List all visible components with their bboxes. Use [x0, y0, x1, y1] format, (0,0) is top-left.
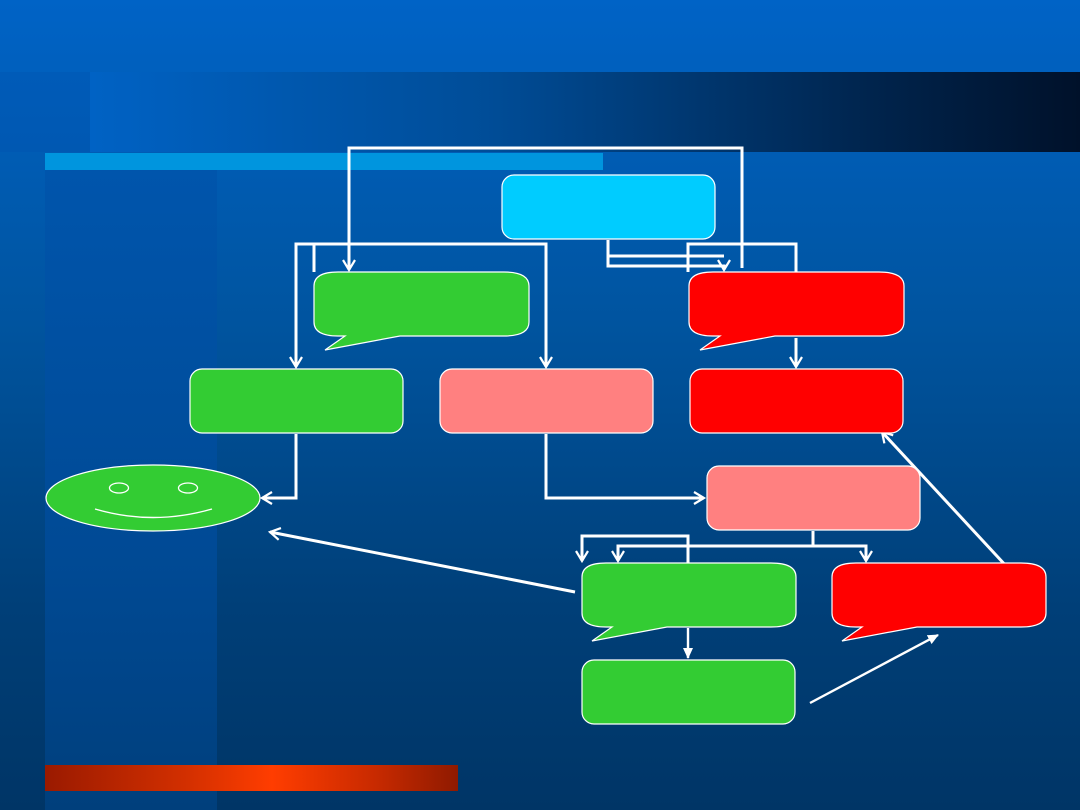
connector-loop-top: [342, 146, 744, 273]
connector-to-green-box: [289, 242, 314, 370]
footer-accent-bar: [45, 765, 458, 791]
callout-green-2: [581, 562, 797, 642]
smiley-icon: [45, 464, 261, 532]
connector-lines: [259, 146, 1010, 594]
connector-diagonal-to-smiley: [267, 527, 576, 594]
callout-red-1: [688, 271, 905, 351]
callout-red-2: [831, 562, 1047, 642]
connector-diagonal-to-red-box: [880, 430, 1010, 570]
connector-green-callout-loop: [575, 534, 690, 564]
header-band: [90, 72, 1080, 152]
connector-solid-lines: [683, 628, 939, 705]
connector-to-pink-box: [312, 242, 553, 370]
connector-red-bracket: [686, 242, 798, 272]
node-top-box: [501, 174, 716, 240]
box-green-2: [581, 659, 796, 725]
box-red-1: [689, 368, 904, 434]
connector-pink-to-pink: [544, 434, 707, 505]
box-green-1: [189, 368, 404, 434]
box-pink-2: [706, 465, 921, 531]
connector-top-to-red-callout: [606, 240, 731, 273]
connector-to-red-callout: [813, 544, 873, 564]
title-underline-bar: [45, 153, 603, 170]
connector-green-box-to-red-callout: [809, 633, 939, 705]
header-band-left: [0, 72, 90, 152]
box-pink-1: [439, 368, 654, 434]
connector-green-box-to-smiley: [259, 434, 298, 505]
connector-to-green-callout: [611, 531, 815, 564]
callout-green-1: [313, 271, 530, 351]
